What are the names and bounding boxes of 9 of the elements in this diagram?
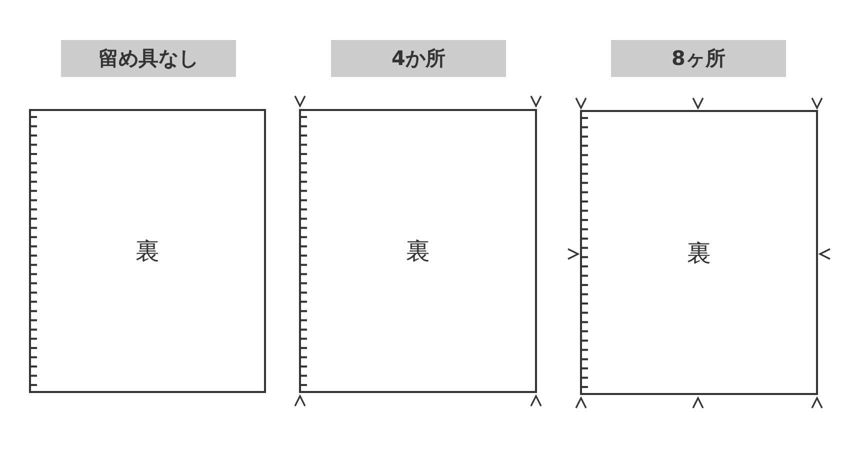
side-label: 裏 [686, 238, 712, 268]
sheet-box [29, 109, 266, 393]
side-label: 裏 [134, 236, 160, 267]
heading-band: 4か所 [331, 40, 506, 77]
sheet-box [580, 110, 818, 395]
sheet-box [299, 109, 537, 393]
heading-band: 留め具なし [61, 40, 236, 77]
side-label: 裏 [405, 236, 431, 267]
heading-band: 8ヶ所 [611, 40, 786, 77]
